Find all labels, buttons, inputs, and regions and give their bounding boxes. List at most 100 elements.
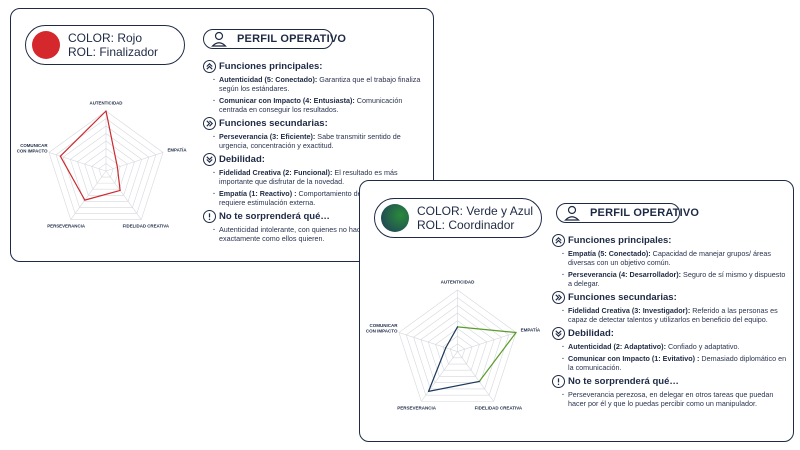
section-heading: Debilidad: bbox=[552, 327, 788, 340]
list-item: Empatía (5: Conectado): Capacidad de man… bbox=[562, 249, 788, 267]
profile-card-rojo: COLOR: Rojo ROL: Finalizador AUTENTICIDA… bbox=[10, 8, 434, 262]
section-title: No te sorprenderá qué… bbox=[219, 211, 330, 222]
section-items: Fidelidad Creativa (2: Funcional): El re… bbox=[213, 168, 427, 207]
item-text: Referido a las personas es capaz de dete… bbox=[568, 306, 778, 324]
axis-label: PERSEVERANCIA bbox=[47, 223, 86, 228]
section-heading: Funciones principales: bbox=[203, 60, 427, 73]
section-title: No te sorprenderá qué… bbox=[568, 376, 679, 387]
section-heading: Debilidad: bbox=[203, 153, 427, 166]
item-text: Comunicación centrada en conseguir los r… bbox=[219, 96, 403, 114]
series-segment bbox=[59, 155, 86, 201]
grid-ring bbox=[69, 133, 143, 202]
section-items: Empatía (5: Conectado): Capacidad de man… bbox=[562, 249, 788, 288]
item-text: Demasiado diplomático en la comunicación… bbox=[568, 354, 787, 372]
section-items: Autenticidad intolerante, con quienes no… bbox=[213, 225, 427, 243]
chevrons-down-icon bbox=[552, 327, 565, 340]
profile-title: PERFIL OPERATIVO bbox=[590, 207, 700, 219]
item-text: Sabe transmitir sentido de urgencia, con… bbox=[219, 132, 401, 150]
color-swatch bbox=[32, 31, 60, 59]
list-item: Autenticidad (5: Conectado): Garantiza q… bbox=[213, 75, 427, 93]
grid-ring bbox=[449, 343, 466, 359]
section-items: Fidelidad Creativa (3: Investigador): Re… bbox=[562, 306, 788, 324]
series-segment bbox=[456, 326, 517, 334]
grid-ring bbox=[48, 110, 164, 220]
axis-label: AUTENTICIDAD bbox=[90, 101, 123, 106]
user-icon bbox=[564, 205, 580, 221]
profile-card-verde-azul: COLOR: Verde y Azul ROL: Coordinador AUT… bbox=[359, 180, 794, 442]
grid-ring bbox=[442, 335, 473, 365]
list-item: Autenticidad (2: Adaptativo): Confiado y… bbox=[562, 342, 788, 351]
grid-ring bbox=[91, 155, 121, 184]
item-text: Comportamiento desconectado, requiere es… bbox=[219, 189, 401, 207]
section-title: Funciones secundarias: bbox=[568, 292, 677, 303]
grid-spoke bbox=[421, 351, 458, 402]
section-heading: Funciones secundarias: bbox=[552, 291, 788, 304]
series-segment bbox=[478, 331, 517, 383]
profile-title-pill: PERFIL OPERATIVO bbox=[556, 203, 699, 223]
radar-grid bbox=[398, 289, 517, 402]
item-term: Fidelidad Creativa (2: Funcional): bbox=[219, 168, 333, 177]
color-swatch bbox=[381, 204, 409, 232]
grid-spoke bbox=[48, 152, 107, 172]
list-item: Perseverancia (4: Desarrollador): Seguro… bbox=[562, 270, 788, 288]
grid-ring bbox=[413, 304, 502, 390]
item-term: Comunicar con Impacto (1: Evitativo) : bbox=[568, 354, 700, 363]
list-item: Comunicar con Impacto (4: Entusiasta): C… bbox=[213, 96, 427, 114]
chevrons-up-icon bbox=[203, 60, 216, 73]
profile-details: Funciones principales: Autenticidad (5: C… bbox=[203, 57, 427, 246]
exclamation-icon bbox=[203, 210, 216, 223]
item-term: Perseverancia (3: Eficiente): bbox=[219, 132, 316, 141]
item-term: Fidelidad Creativa (3: Investigador): bbox=[568, 306, 691, 315]
item-text: Confiado y adaptativo. bbox=[665, 342, 740, 351]
item-text: El resultado es más importante que disfr… bbox=[219, 168, 398, 186]
role-label: ROL: Coordinador bbox=[417, 218, 515, 232]
series-segment bbox=[427, 347, 447, 393]
series-segment bbox=[59, 110, 107, 157]
list-item: Autenticidad intolerante, con quienes no… bbox=[213, 225, 427, 243]
user-icon bbox=[211, 31, 227, 47]
section-heading: No te sorprenderá qué… bbox=[552, 375, 788, 388]
grid-ring bbox=[77, 140, 135, 196]
series-segment bbox=[84, 189, 121, 201]
chevrons-up-icon bbox=[552, 234, 565, 247]
grid-spoke bbox=[70, 170, 107, 220]
profile-title-pill: PERFIL OPERATIVO bbox=[203, 29, 346, 49]
color-label: COLOR: Rojo bbox=[68, 31, 143, 45]
section-items: Perseverancia perezosa, en delegar en ot… bbox=[562, 390, 788, 408]
grid-ring bbox=[55, 118, 157, 214]
chevrons-right-icon bbox=[552, 291, 565, 304]
grid-ring bbox=[420, 312, 495, 383]
grid-spoke bbox=[457, 332, 517, 352]
axis-label: EMPATÍA bbox=[167, 148, 187, 153]
list-item: Fidelidad Creativa (3: Investigador): Re… bbox=[562, 306, 788, 324]
axis-label: FIDELIDAD CREATIVA bbox=[123, 223, 170, 228]
axis-label: EMPATÍA bbox=[521, 326, 541, 333]
profile-title: PERFIL OPERATIVO bbox=[237, 33, 347, 45]
item-term: Perseverancia (4: Desarrollador): bbox=[568, 270, 682, 279]
item-term: Autenticidad (2: Adaptativo): bbox=[568, 342, 666, 351]
axis-label: PERSEVERANCIA bbox=[397, 405, 437, 410]
color-role-pill: COLOR: Verde y Azul ROL: Coordinador bbox=[374, 198, 542, 238]
section-title: Debilidad: bbox=[568, 328, 614, 339]
grid-ring bbox=[98, 163, 114, 178]
series-segment bbox=[427, 380, 480, 393]
list-item: Perseverancia (3: Eficiente): Sabe trans… bbox=[213, 132, 427, 150]
color-role-pill: COLOR: Rojo ROL: Finalizador bbox=[25, 25, 185, 65]
radar-series bbox=[427, 326, 517, 393]
item-text: Perseverancia perezosa, en delegar en ot… bbox=[568, 390, 774, 408]
exclamation-icon bbox=[552, 375, 565, 388]
section-items: Perseverancia (3: Eficiente): Sabe trans… bbox=[213, 132, 427, 150]
grid-spoke bbox=[457, 351, 494, 402]
radar-grid bbox=[48, 110, 164, 220]
section-items: Autenticidad (2: Adaptativo): Confiado y… bbox=[562, 342, 788, 372]
section-title: Debilidad: bbox=[219, 154, 265, 165]
color-label: COLOR: Verde y Azul bbox=[417, 204, 534, 218]
section-heading: No te sorprenderá qué… bbox=[203, 210, 427, 223]
item-text: Garantiza que el trabajo finaliza según … bbox=[219, 75, 421, 93]
grid-ring bbox=[435, 328, 480, 371]
grid-ring bbox=[84, 148, 128, 190]
grid-spoke bbox=[105, 170, 142, 220]
